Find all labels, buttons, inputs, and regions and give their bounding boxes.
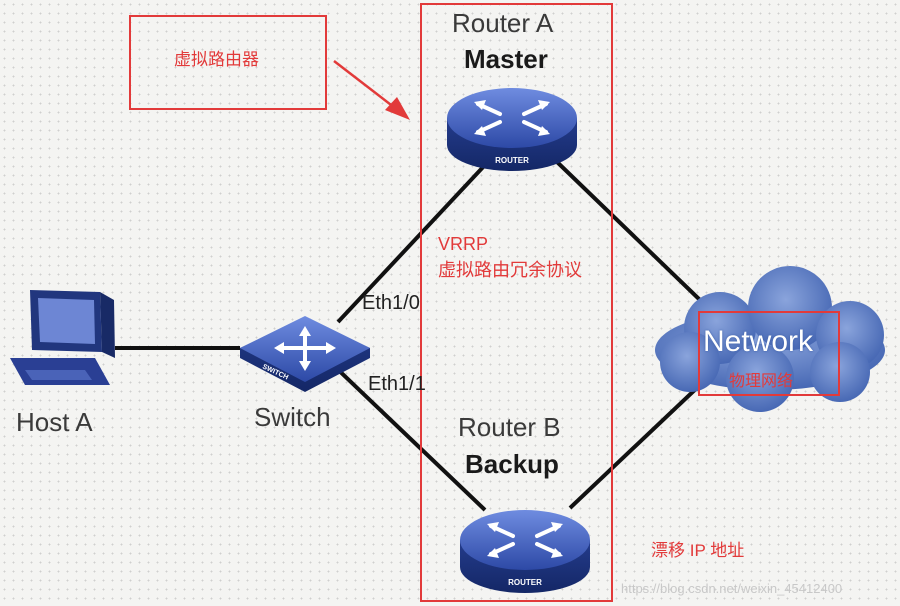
router-a-name: Router A — [452, 8, 554, 38]
link-switch-router-b — [328, 360, 487, 512]
links — [115, 158, 702, 512]
physical-network-note: 物理网络 — [729, 373, 794, 390]
router-a-icon: ROUTER — [447, 88, 577, 171]
router-b-name: Router B — [458, 412, 561, 442]
switch-icon: SWITCH — [240, 316, 370, 392]
watermark: https://blog.csdn.net/weixin_45412400 — [621, 581, 843, 596]
network-cloud — [655, 266, 885, 412]
floating-ip-note: 漂移 IP 地址 — [651, 541, 745, 560]
port-eth1-1: Eth1/1 — [368, 373, 426, 395]
computer-icon — [10, 290, 115, 385]
vrrp-description: 虚拟路由冗余协议 — [438, 260, 582, 280]
network-name: Network — [703, 325, 814, 358]
virtual-router-box — [129, 15, 327, 110]
router-b-icon: ROUTER — [460, 510, 590, 593]
vrrp-group-box — [420, 3, 613, 602]
router-b-badge: ROUTER — [508, 578, 542, 587]
port-eth1-0: Eth1/0 — [362, 292, 420, 314]
router-a-badge: ROUTER — [495, 156, 529, 165]
router-a-role: Master — [464, 44, 548, 74]
virtual-router-note: 虚拟路由器 — [174, 50, 259, 69]
vrrp-title: VRRP — [438, 234, 489, 254]
annotation-arrow — [333, 60, 410, 120]
link-router-a-network — [553, 158, 702, 302]
router-b-role: Backup — [465, 449, 559, 479]
link-switch-router-a — [336, 163, 487, 324]
link-router-b-network — [568, 383, 702, 510]
physical-network-box — [698, 311, 840, 396]
switch-name: Switch — [254, 402, 331, 432]
host-name: Host A — [16, 407, 93, 437]
